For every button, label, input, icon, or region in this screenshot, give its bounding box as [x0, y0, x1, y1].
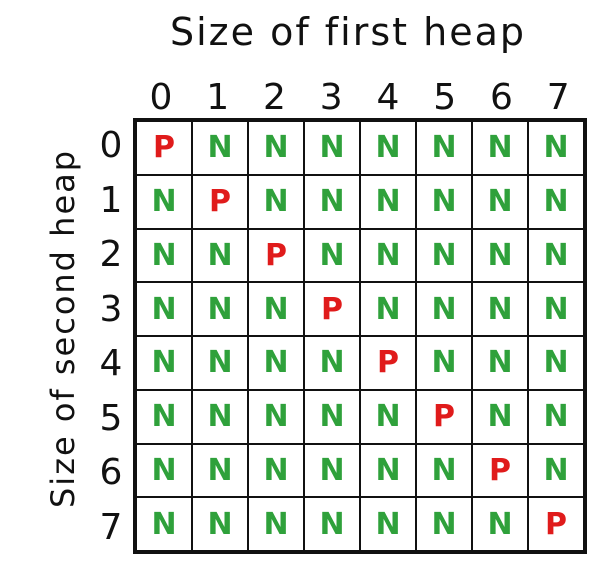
cell-n-position: N	[191, 335, 249, 391]
column-label: 7	[546, 77, 570, 118]
cell-n-position: N	[303, 227, 361, 284]
cell-n-position: N	[135, 388, 193, 445]
column-label: 1	[206, 77, 230, 118]
cell-n-position: N	[415, 120, 473, 176]
column-label: 5	[433, 77, 457, 118]
column-label: 2	[263, 77, 286, 118]
cell-n-position: N	[359, 227, 417, 284]
diagram-title: Size of first heap	[170, 10, 526, 54]
cell-n-position: N	[359, 442, 417, 499]
cell-n-position: N	[303, 120, 361, 176]
cell-n-position: N	[471, 388, 529, 445]
cell-n-position: N	[191, 388, 249, 445]
cell-n-position: N	[527, 442, 585, 499]
cell-n-position: N	[359, 281, 417, 337]
cell-n-position: N	[359, 120, 417, 176]
cell-p-position: P	[135, 120, 193, 176]
cell-n-position: N	[247, 173, 305, 230]
cell-n-position: N	[191, 496, 249, 552]
cell-n-position: N	[135, 227, 193, 284]
cell-n-position: N	[303, 173, 361, 230]
row-label: 6	[99, 452, 123, 493]
cell-n-position: N	[415, 442, 473, 499]
row-label: 7	[99, 506, 123, 548]
cell-n-position: N	[247, 335, 305, 391]
cell-n-position: N	[471, 496, 529, 552]
cell-p-position: P	[527, 496, 585, 552]
column-label: 3	[319, 77, 343, 118]
cell-n-position: N	[415, 281, 473, 337]
cell-p-position: P	[471, 442, 529, 499]
row-label: 1	[99, 179, 123, 221]
cell-p-position: P	[191, 173, 249, 230]
cell-p-position: P	[247, 227, 305, 284]
cell-n-position: N	[303, 388, 361, 445]
cell-n-position: N	[191, 120, 249, 176]
cell-n-position: N	[359, 173, 417, 230]
cell-n-position: N	[247, 281, 305, 337]
cell-n-position: N	[303, 442, 361, 499]
cell-n-position: N	[415, 496, 473, 552]
cell-n-position: N	[135, 442, 193, 499]
cell-p-position: P	[415, 388, 473, 445]
cell-n-position: N	[471, 335, 529, 391]
cell-n-position: N	[135, 335, 193, 391]
cell-n-position: N	[527, 388, 585, 445]
row-label: 2	[99, 234, 123, 275]
cell-n-position: N	[191, 281, 249, 337]
axis-title-second-heap: Size of second heap	[44, 148, 82, 508]
column-label: 0	[149, 77, 173, 118]
cell-n-position: N	[471, 120, 529, 176]
cell-n-position: N	[527, 120, 585, 176]
column-label: 6	[490, 77, 513, 118]
row-label: 0	[99, 125, 123, 166]
cell-n-position: N	[527, 335, 585, 391]
row-label: 3	[99, 288, 123, 330]
cell-n-position: N	[135, 281, 193, 337]
cell-n-position: N	[471, 281, 529, 337]
cell-n-position: N	[247, 120, 305, 176]
cell-n-position: N	[415, 227, 473, 284]
cell-n-position: N	[471, 173, 529, 230]
cell-p-position: P	[303, 281, 361, 337]
row-label: 4	[99, 343, 123, 384]
cell-n-position: N	[415, 335, 473, 391]
cell-n-position: N	[359, 388, 417, 445]
cell-n-position: N	[247, 496, 305, 552]
cell-n-position: N	[471, 227, 529, 284]
cell-n-position: N	[415, 173, 473, 230]
cell-n-position: N	[303, 496, 361, 552]
cell-n-position: N	[527, 173, 585, 230]
cell-n-position: N	[527, 227, 585, 284]
cell-n-position: N	[527, 281, 585, 337]
cell-n-position: N	[247, 442, 305, 499]
cell-n-position: N	[135, 173, 193, 230]
cell-n-position: N	[303, 335, 361, 391]
column-label: 4	[376, 77, 400, 118]
cell-n-position: N	[359, 496, 417, 552]
cell-n-position: N	[191, 227, 249, 284]
cell-n-position: N	[135, 496, 193, 552]
row-label: 5	[99, 397, 123, 439]
cell-p-position: P	[359, 335, 417, 391]
cell-n-position: N	[191, 442, 249, 499]
cell-n-position: N	[247, 388, 305, 445]
